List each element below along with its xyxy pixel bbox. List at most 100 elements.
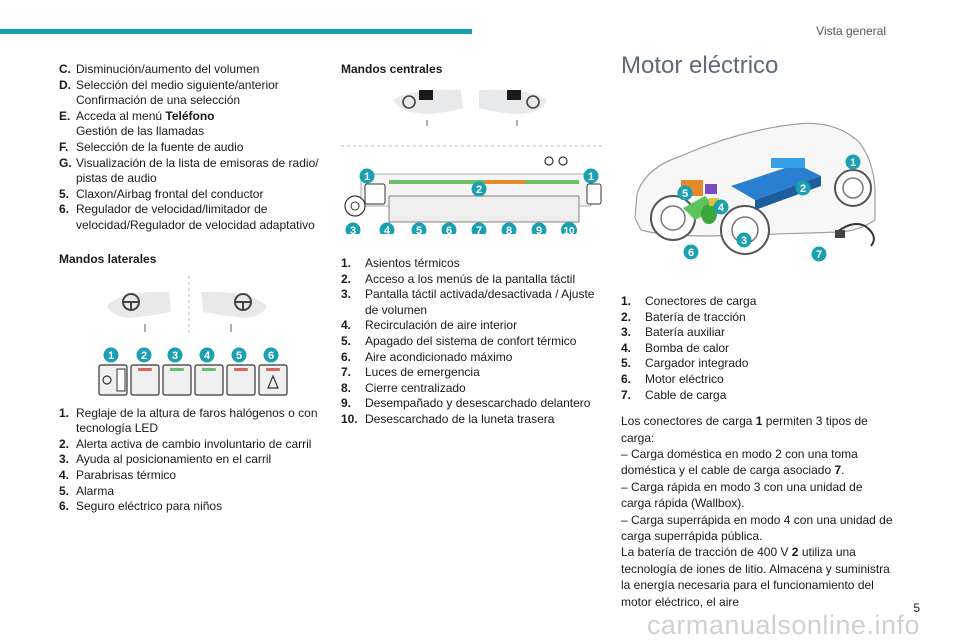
figure-number: 5: [411, 222, 427, 238]
figure-number: 3: [167, 347, 183, 363]
charging-cable-icon: [835, 223, 875, 247]
svg-text:6: 6: [688, 247, 694, 259]
side-button-panel: [98, 363, 288, 396]
figure-number: 6: [441, 222, 457, 238]
side-controls-figure: 1 2 3 4 5 6: [59, 275, 327, 396]
figure-number: 2: [795, 180, 811, 196]
svg-text:5: 5: [416, 225, 422, 234]
section-title: Vista general: [816, 24, 886, 38]
figure-number: 3: [345, 222, 361, 238]
figure-number: 5: [231, 347, 247, 363]
list-item: G.Visualización de la lista de emisoras …: [59, 155, 319, 186]
list-item: 1.Conectores de carga: [621, 294, 757, 308]
child-lock-icon: [267, 373, 279, 389]
steering-wheel-icon: [393, 89, 463, 126]
list-item: 6.Aire acondicionado máximo: [341, 349, 513, 364]
svg-text:2: 2: [141, 350, 147, 362]
steering-wheel-icon: [201, 291, 267, 332]
wheel-icon: [834, 169, 872, 207]
list-item: 4.Parabrisas térmico: [59, 467, 177, 482]
column-middle: Mandos centrales: [341, 62, 603, 428]
list-item: 2.Acceso a los menús de la pantalla táct…: [341, 271, 576, 286]
svg-text:4: 4: [384, 225, 391, 234]
list-item: 9.Desempañado y desescarchado delantero: [341, 396, 591, 411]
figure-number: 2: [471, 181, 487, 197]
list-item: 4.Recirculación de aire interior: [341, 318, 518, 333]
svg-text:3: 3: [741, 235, 747, 247]
headlight-icon: [102, 374, 112, 385]
list-motor-components: 1.Conectores de carga 2.Batería de tracc…: [621, 294, 893, 403]
list-central-controls: 1.Asientos térmicos 2.Acceso a los menús…: [341, 256, 603, 428]
svg-text:7: 7: [816, 249, 822, 261]
wheel-icon: [720, 205, 770, 255]
settings-icon: [544, 156, 568, 166]
charging-paragraph: Los conectores de carga 1 permiten 3 tip…: [621, 414, 893, 609]
wheel-icon: [650, 195, 696, 241]
figure-number: 10: [561, 222, 577, 238]
svg-text:7: 7: [476, 225, 482, 234]
figure-number: 8: [501, 222, 517, 238]
list-item: 3.Pantalla táctil activada/desactivada /…: [341, 287, 595, 317]
section-heading: Motor eléctrico: [621, 52, 779, 79]
figure-number: 4: [199, 347, 215, 363]
watermark: carmanualsonline.info: [646, 610, 920, 640]
list-item: 6.Seguro eléctrico para niños: [59, 499, 223, 514]
side-controls-illustration: 1 2 3 4 5 6: [98, 275, 288, 396]
list-steering-controls: C.Disminución/aumento del volumen D.Sele…: [59, 62, 327, 234]
header-accent-bar: [0, 29, 472, 34]
column-right: Motor eléctrico: [621, 52, 893, 610]
svg-text:3: 3: [350, 225, 356, 234]
subheading-side-controls: Mandos laterales: [59, 251, 157, 266]
svg-text:1: 1: [588, 171, 594, 183]
seat-heat-icon: [364, 183, 386, 205]
list-item: F.Selección de la fuente de audio: [59, 139, 244, 154]
central-controls-illustration: 1 2 1 3 4 5 6 7 8 9 10: [341, 89, 603, 238]
svg-text:2: 2: [476, 184, 482, 196]
figure-number: 1: [845, 154, 861, 170]
svg-text:1: 1: [364, 171, 370, 183]
seat-heat-icon: [586, 183, 602, 205]
ev-car-illustration: 1 2 3 4 5 6 7: [634, 122, 876, 262]
heat-pump-icon: [705, 184, 717, 194]
list-item: 3.Ayuda al posicionamiento en el carril: [59, 452, 272, 467]
power-button-icon: [344, 195, 366, 217]
electric-motor-icon: [683, 196, 717, 224]
page-number: 5: [913, 601, 920, 615]
aux-battery-icon: [709, 198, 719, 206]
svg-text:1: 1: [108, 350, 114, 362]
figure-number: 9: [531, 222, 547, 238]
list-item: 2.Alerta activa de cambio involuntario d…: [59, 436, 312, 451]
list-item: D.Selección del medio siguiente/anterior…: [59, 77, 279, 108]
list-item: 6.Motor eléctrico: [621, 371, 724, 386]
list-item: 4.Bomba de calor: [621, 340, 730, 355]
list-item: 10.Desescarchado de la luneta trasera: [341, 411, 555, 426]
svg-text:5: 5: [236, 350, 242, 362]
list-side-controls: 1.Reglaje de la altura de faros halógeno…: [59, 406, 327, 515]
electric-motor-figure: 1 2 3 4 5 6 7: [621, 90, 893, 262]
list-item: 1.Asientos térmicos: [341, 256, 460, 270]
list-item: 7.Cable de carga: [621, 387, 727, 402]
svg-text:4: 4: [204, 350, 211, 362]
figure-number: 5: [677, 185, 693, 201]
figure-number: 1: [359, 168, 375, 184]
svg-text:9: 9: [536, 225, 542, 234]
list-item: 5.Cargador integrado: [621, 356, 749, 371]
svg-text:6: 6: [446, 225, 452, 234]
steering-wheel-icon: [107, 291, 171, 332]
subheading-central-controls: Mandos centrales: [341, 62, 443, 76]
figure-number: 6: [263, 347, 279, 363]
figure-number: 7: [811, 246, 827, 262]
list-item: 2.Batería de tracción: [621, 309, 746, 324]
list-item: 5.Apagado del sistema de confort térmico: [341, 333, 577, 348]
list-item: 8.Cierre centralizado: [341, 380, 466, 395]
figure-number: 4: [713, 199, 729, 215]
list-item: 5.Alarma: [59, 483, 115, 498]
column-left: C.Disminución/aumento del volumen D.Sele…: [59, 62, 327, 515]
svg-text:2: 2: [800, 183, 806, 195]
figure-number: 2: [136, 347, 152, 363]
svg-text:10: 10: [563, 226, 575, 234]
list-item: 3.Batería auxiliar: [621, 325, 726, 340]
list-item: C.Disminución/aumento del volumen: [59, 62, 260, 76]
list-item: 5.Claxon/Airbag frontal del conductor: [59, 186, 264, 201]
